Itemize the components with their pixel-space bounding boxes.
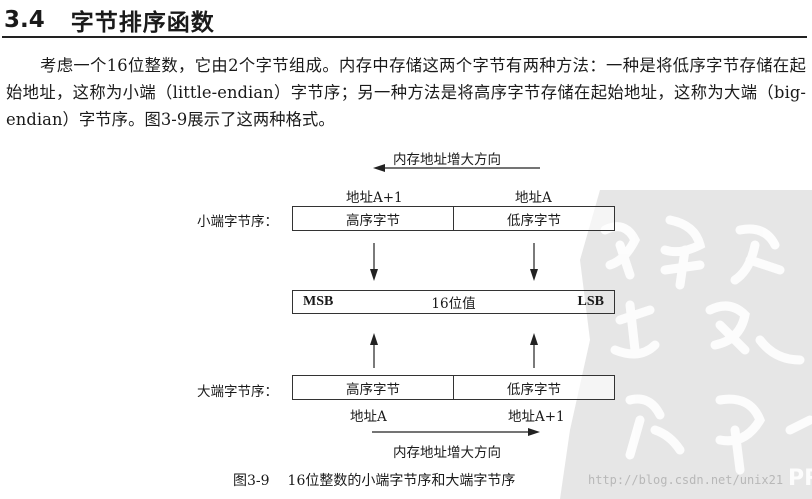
le-high-byte: 高序字节 [346,212,400,229]
figure-caption: 图3-9 16位整数的小端字节序和大端字节序 [233,470,515,490]
be-addr-left: 地址A [350,409,387,425]
be-high-byte: 高序字节 [346,381,400,398]
top-direction-label: 内存地址增大方向 [393,152,501,168]
big-endian-row: 高序字节 低序字节 [292,375,615,400]
section-number: 3.4 [4,7,45,33]
caption-number: 图3-9 [233,473,270,489]
be-low-byte: 低序字节 [453,376,614,399]
caption-text: 16位整数的小端字节序和大端字节序 [287,473,516,489]
value-label: 16位值 [431,296,476,312]
sixteen-bit-value-box: MSB 16位值 LSB [292,290,615,314]
seal-stamp-icon: PR [560,190,812,499]
svg-text:PR: PR [788,466,812,491]
section-title: 字节排序函数 [70,10,215,36]
section-heading: 3.4 字节排序函数 [2,4,807,38]
be-addr-right: 地址A+1 [508,409,565,425]
little-endian-row: 高序字节 低序字节 [292,206,615,231]
le-addr-right: 地址A [515,190,552,206]
le-low-byte: 低序字节 [453,207,614,230]
lsb-label: LSB [577,294,604,309]
watermark-url: http://blog.csdn.net/unix21 [588,473,784,487]
big-endian-label: 大端字节序： [197,384,278,400]
msb-label: MSB [303,294,334,309]
little-endian-label: 小端字节序： [197,214,278,230]
bottom-direction-label: 内存地址增大方向 [393,445,501,461]
body-paragraph: 考虑一个16位整数，它由2个字节组成。内存中存储这两个字节有两种方法：一种是将低… [6,56,806,129]
le-addr-left: 地址A+1 [346,190,403,206]
